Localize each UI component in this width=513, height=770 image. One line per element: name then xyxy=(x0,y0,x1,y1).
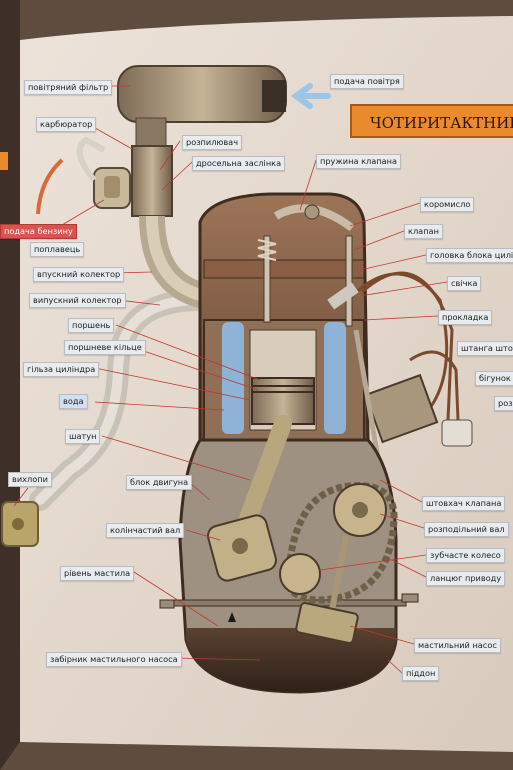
label-water: вода xyxy=(59,394,88,409)
label-throttle: дросельна заслінка xyxy=(192,156,286,171)
label-float: поплавець xyxy=(30,242,85,257)
label-sump: піддон xyxy=(402,666,440,681)
label-engine-block: блок двигуна xyxy=(126,475,193,490)
label-air-filter: повітряний фільтр xyxy=(24,80,113,95)
intake-valve xyxy=(263,235,271,323)
label-exhaust-manifold: випускний колектор xyxy=(29,293,126,308)
section-title: ЧОТИРИТАКТНИЙ Д xyxy=(350,104,513,138)
label-cylinder-head: головка блока циліндр xyxy=(426,248,513,263)
label-valve-spring: пружина клапана xyxy=(316,154,402,169)
carburetor xyxy=(131,145,173,217)
label-valve: клапан xyxy=(404,224,443,239)
timing-chain xyxy=(282,482,398,604)
label-gasket: прокладка xyxy=(438,310,493,325)
label-oil-pump: мастильний насос xyxy=(414,638,501,653)
label-rocker: коромисло xyxy=(420,197,475,212)
label-oil-level: рівень мастила xyxy=(60,566,135,581)
label-timing-chain: ланцюг приводу xyxy=(426,571,506,586)
distributor xyxy=(364,373,439,444)
left-page-edge xyxy=(0,0,20,770)
label-crankshaft: колінчастий вал xyxy=(106,523,185,538)
label-runner: бігунок р xyxy=(475,371,513,386)
ignition-coil xyxy=(441,419,473,447)
oil-sump xyxy=(186,628,396,692)
fuel-line xyxy=(36,158,64,215)
label-distributor: роз xyxy=(494,396,513,411)
label-spark-plug: свічка xyxy=(447,276,482,291)
label-oil-intake: забірник мастильного насоса xyxy=(46,652,182,667)
spark-plug xyxy=(327,282,359,310)
air-intake-arrow xyxy=(290,83,331,109)
label-carburetor: карбюратор xyxy=(36,117,97,132)
air-filter xyxy=(117,65,287,123)
label-air-intake: подача повітря xyxy=(330,74,404,89)
coolant-water-left xyxy=(222,322,244,434)
label-piston-ring: поршневе кільце xyxy=(64,340,146,355)
oil-pump xyxy=(295,602,359,644)
label-exhaust: вихлопи xyxy=(8,472,52,487)
label-cylinder-liner: гільза циліндра xyxy=(23,362,100,377)
coolant-water-right xyxy=(324,322,346,434)
exhaust-valve xyxy=(345,235,353,327)
label-conrod: шатун xyxy=(65,429,101,444)
label-intake-manifold: впускний колектор xyxy=(33,267,125,282)
valve-spring xyxy=(257,239,277,261)
label-gear: зубчасте колесо xyxy=(426,548,505,563)
label-valve-lifter: штовхач клапана xyxy=(422,496,506,511)
label-pushrod: штанга што xyxy=(457,341,513,356)
pushrod xyxy=(353,329,383,471)
label-fuel-feed: подача бензину xyxy=(0,224,77,239)
label-sprayer: розпилювач xyxy=(182,135,243,150)
label-camshaft: розподільний вал xyxy=(424,522,509,537)
label-piston: поршень xyxy=(68,318,115,333)
crank-gear xyxy=(279,553,321,595)
